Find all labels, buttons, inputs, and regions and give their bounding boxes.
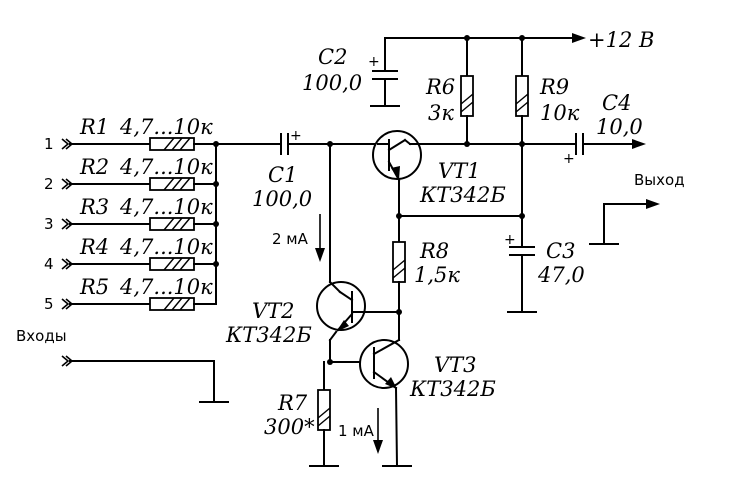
c4-ref: C4 bbox=[602, 91, 631, 115]
resistor-r8: R8 1,5к bbox=[392, 239, 460, 341]
r8-value: 1,5к bbox=[414, 263, 460, 287]
vt1-value: КТ342Б bbox=[419, 183, 506, 207]
r9-value: 10к bbox=[540, 101, 580, 125]
r2-value: 4,7...10к bbox=[119, 155, 213, 179]
vt3-value: КТ342Б bbox=[409, 377, 496, 401]
transistor-vt3: VT3 КТ342Б bbox=[327, 338, 496, 468]
r2-ref: R2 bbox=[79, 155, 109, 179]
common-input-wire bbox=[69, 360, 215, 403]
current-arrow-2ma: 2 мА bbox=[272, 214, 325, 262]
r1-ref: R1 bbox=[79, 115, 109, 139]
vt3-ref: VT3 bbox=[434, 353, 477, 377]
capacitor-c2: + C2 100,0 bbox=[302, 37, 400, 107]
r1-value: 4,7...10к bbox=[119, 115, 213, 139]
supply-rail: +12 В bbox=[384, 28, 654, 52]
svg-text:+: + bbox=[563, 151, 575, 167]
current-2ma-label: 2 мА bbox=[272, 230, 309, 248]
input-pin-4: 4 bbox=[44, 255, 54, 273]
transistor-vt1: VT1 КТ342Б bbox=[372, 130, 506, 207]
r6-value: 3к bbox=[428, 101, 454, 125]
transistor-vt2: VT2 КТ342Б bbox=[225, 143, 400, 347]
r6-ref: R6 bbox=[425, 75, 455, 99]
c3-value: 47,0 bbox=[537, 263, 585, 287]
output-label: Выход bbox=[634, 171, 685, 189]
resistor-r7: R7 300* bbox=[264, 361, 339, 467]
r4-value: 4,7...10к bbox=[119, 235, 213, 259]
capacitor-c1: + C1 100,0 bbox=[215, 128, 379, 211]
current-arrow-1ma: 1 мА bbox=[338, 408, 383, 454]
vt1-ref: VT1 bbox=[438, 159, 481, 183]
inputs-label: Входы bbox=[16, 327, 67, 345]
input-pin-1: 1 bbox=[44, 135, 54, 153]
vt2-value: КТ342Б bbox=[225, 323, 312, 347]
svg-text:+: + bbox=[290, 128, 302, 144]
r9-ref: R9 bbox=[539, 75, 569, 99]
input-bank: 1 R1 4,7...10к 2 R2 4,7...10к 3 R3 4,7..… bbox=[16, 115, 229, 403]
resistor-r9: R9 10к bbox=[515, 37, 580, 217]
r3-ref: R3 bbox=[79, 195, 109, 219]
c2-value: 100,0 bbox=[302, 71, 362, 95]
r7-value: 300* bbox=[264, 415, 315, 439]
resistor-r6: R6 3к bbox=[425, 37, 474, 145]
input-pin-2: 2 bbox=[44, 175, 54, 193]
capacitor-c4: + C4 10,0 bbox=[563, 91, 646, 167]
r4-ref: R4 bbox=[79, 235, 109, 259]
current-1ma-label: 1 мА bbox=[338, 422, 375, 440]
c1-value: 100,0 bbox=[252, 187, 312, 211]
r3-value: 4,7...10к bbox=[119, 195, 213, 219]
vt2-ref: VT2 bbox=[252, 299, 295, 323]
r5-ref: R5 bbox=[79, 275, 109, 299]
svg-text:+: + bbox=[368, 54, 380, 70]
r8-ref: R8 bbox=[419, 239, 449, 263]
c1-ref: C1 bbox=[268, 163, 297, 187]
input-pin-5: 5 bbox=[44, 295, 54, 313]
c3-ref: C3 bbox=[546, 239, 575, 263]
capacitor-c3: + C3 47,0 bbox=[504, 215, 585, 313]
input-pin-3: 3 bbox=[44, 215, 54, 233]
r7-ref: R7 bbox=[277, 391, 308, 415]
c2-ref: C2 bbox=[318, 45, 347, 69]
supply-label: +12 В bbox=[588, 28, 654, 52]
output-ground bbox=[589, 199, 660, 245]
c4-value: 10,0 bbox=[596, 115, 643, 139]
r5-value: 4,7...10к bbox=[119, 275, 213, 299]
svg-text:+: + bbox=[504, 232, 516, 248]
